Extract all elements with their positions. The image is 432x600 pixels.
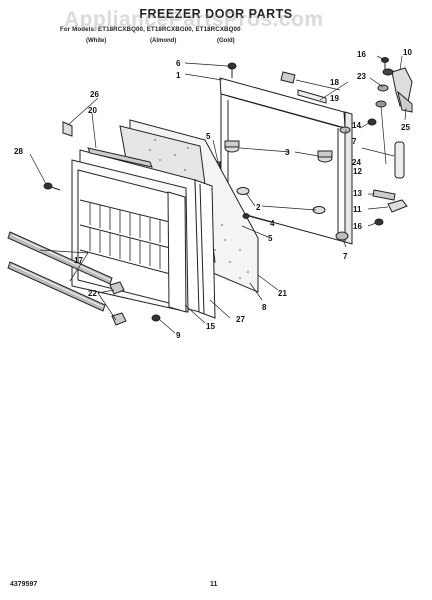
door-liner <box>71 149 201 313</box>
screw-16-upper <box>381 57 389 70</box>
callout-28: 28 <box>14 147 23 156</box>
callout-11: 11 <box>353 205 362 214</box>
callout-23: 23 <box>357 72 366 81</box>
callout-7-upper: 7 <box>352 137 357 146</box>
document-number: 4379597 <box>10 581 38 588</box>
door-gasket-27 <box>194 179 216 319</box>
callout-21: 21 <box>278 289 287 298</box>
callout-labels: 6 1 5 3 2 4 5 7 7 8 21 27 15 9 17 22 20 … <box>14 48 412 340</box>
callout-19: 19 <box>330 94 339 103</box>
callout-12: 12 <box>353 167 362 176</box>
callout-5-lower: 5 <box>268 234 273 243</box>
hinge-bracket-3-left <box>224 140 240 153</box>
shelf-rail-17-upper <box>7 231 113 285</box>
shelf-rail-17-lower <box>7 261 106 312</box>
callout-24: 24 <box>352 158 361 167</box>
screw-9 <box>151 314 161 322</box>
color-gold: (Gold) <box>217 38 235 44</box>
rail-cap-22-lower <box>111 312 127 326</box>
door-handle-12 <box>394 141 405 179</box>
callout-3: 3 <box>285 148 290 157</box>
watermark: AppliancePartsPros.com <box>64 8 324 31</box>
callout-10: 10 <box>403 48 412 57</box>
roller-2-left <box>236 187 250 195</box>
leader-lines <box>29 55 407 334</box>
callout-9: 9 <box>176 331 181 340</box>
callout-2: 2 <box>256 203 261 212</box>
screw-6 <box>227 62 237 78</box>
callout-14: 14 <box>352 121 361 130</box>
callout-13: 13 <box>353 189 362 198</box>
callout-16-upper: 16 <box>357 50 366 59</box>
color-almond: (Almond) <box>150 38 177 44</box>
callout-20: 20 <box>88 106 97 115</box>
callout-16-lower: 16 <box>353 222 362 231</box>
callout-17: 17 <box>74 256 83 265</box>
page-number: 11 <box>210 581 218 588</box>
callout-5-upper: 5 <box>206 132 211 141</box>
page-title: FREEZER DOOR PARTS <box>139 7 293 21</box>
roller-7-upper <box>339 126 351 134</box>
lower-hinge-13 <box>372 189 396 201</box>
callout-15: 15 <box>206 322 215 331</box>
callout-1: 1 <box>176 71 181 80</box>
rail-clip-19 <box>297 89 327 104</box>
washer-23 <box>377 84 389 92</box>
callout-7-lower: 7 <box>343 252 348 261</box>
roller-7-lower <box>335 231 349 241</box>
outer-door-panel-15 <box>167 191 187 313</box>
callout-18: 18 <box>330 78 339 87</box>
callout-8: 8 <box>262 303 267 312</box>
hinge-pin-11 <box>387 199 408 213</box>
callout-25: 25 <box>401 123 410 132</box>
hinge-bracket-3-right <box>317 150 333 163</box>
color-white: (White) <box>86 38 107 44</box>
screw-16-lower <box>374 218 384 226</box>
breaker-strip-20 <box>87 147 153 168</box>
slide-bracket-18 <box>280 71 296 84</box>
clip-26 <box>62 121 73 137</box>
model-numbers: For Models: ET18RCXBQ00, ET18RCXBG00, ET… <box>60 26 241 33</box>
screw-28 <box>43 182 61 191</box>
callout-26: 26 <box>90 90 99 99</box>
callout-22: 22 <box>88 289 97 298</box>
callout-4: 4 <box>270 219 275 228</box>
hinge-cover-25 <box>397 90 413 113</box>
rail-cap-22-upper <box>109 281 125 295</box>
callout-27: 27 <box>236 315 245 324</box>
screw-14 <box>367 118 377 126</box>
callout-6: 6 <box>176 59 181 68</box>
